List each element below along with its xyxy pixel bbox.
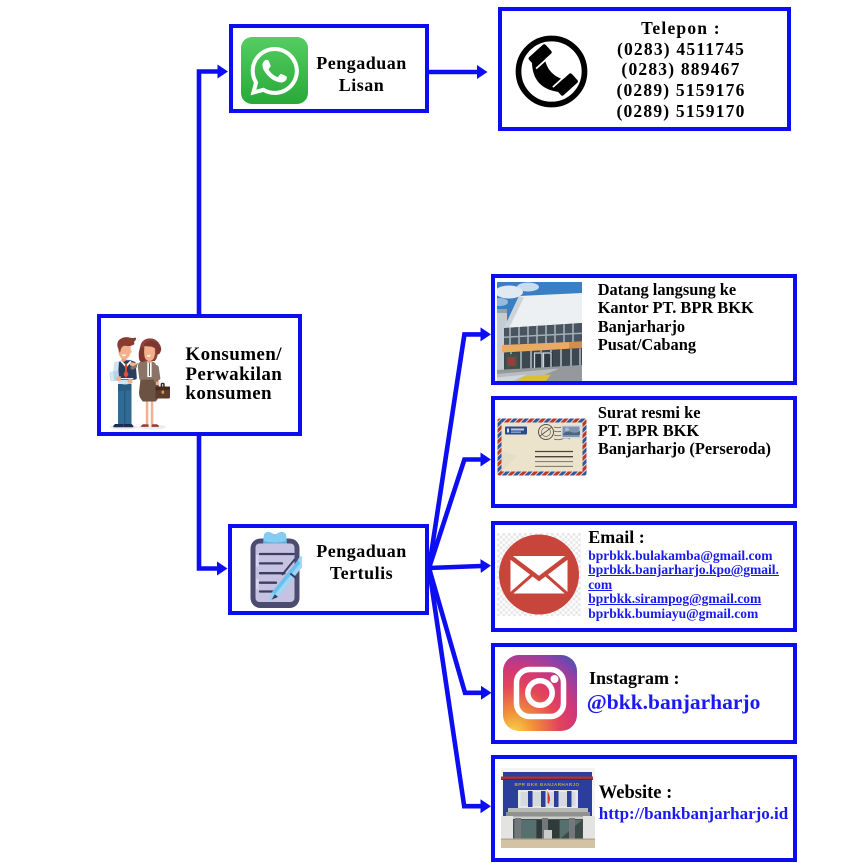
svg-text:BPR BKK BANJARHARJO: BPR BKK BANJARHARJO [514, 782, 579, 787]
